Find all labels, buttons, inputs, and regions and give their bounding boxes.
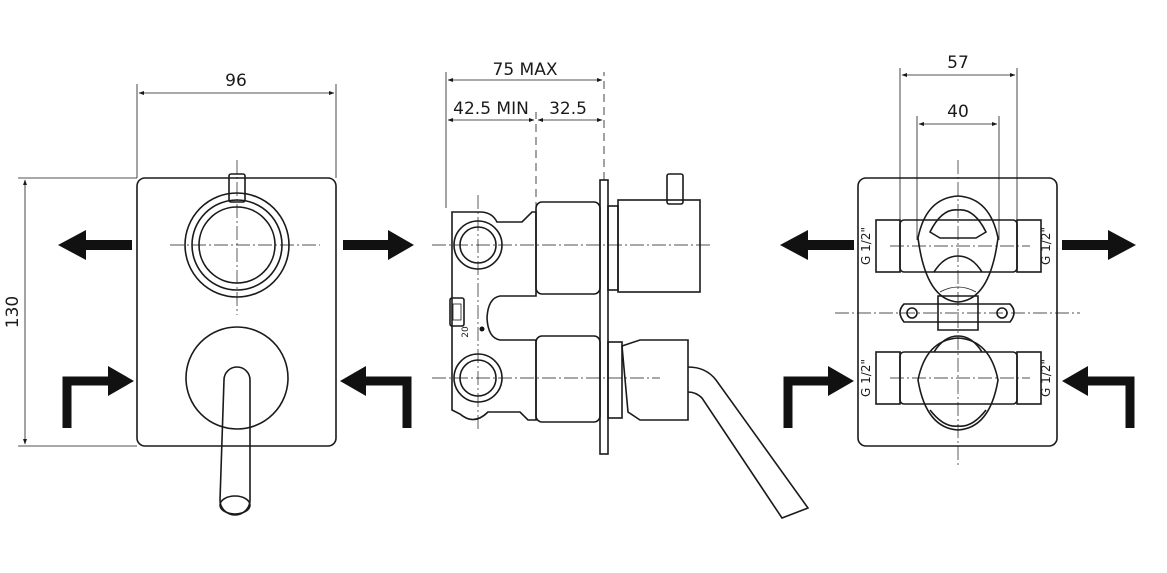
- rear-upper-body: [899, 195, 1018, 303]
- rear-flow-arrow-outlet-left: [780, 230, 854, 260]
- thermostat-cartridge: [535, 173, 701, 455]
- rear-inner-label: 40: [947, 102, 969, 122]
- rear-flow-arrow-outlet-right: [1062, 230, 1136, 260]
- side-part-label: 32.5: [549, 99, 587, 119]
- rear-lower-body: [899, 335, 1018, 431]
- rear-plate: [857, 177, 1058, 447]
- front-height-label: 130: [3, 296, 23, 328]
- temperature-knob: [170, 160, 320, 315]
- rear-flow-arrow-inlet-right: [1062, 366, 1135, 428]
- flow-arrow-outlet-left: [58, 230, 132, 260]
- flow-arrow-outlet-right: [343, 230, 414, 260]
- thread-label-bottom-left: G 1/2": [859, 359, 873, 397]
- front-width-label: 96: [225, 71, 247, 91]
- flow-arrow-inlet-right: [340, 366, 412, 428]
- thread-label-bottom-right: G 1/2": [1039, 359, 1053, 397]
- rear-mounting-bracket: [899, 295, 1015, 331]
- diverter-lever: [185, 326, 289, 516]
- rear-view: 57 40 G 1/: [780, 53, 1136, 465]
- front-view: 96 130: [3, 71, 414, 516]
- side-total-label: 75 MAX: [493, 60, 558, 80]
- rear-flow-arrow-inlet-left: [783, 366, 854, 428]
- diverter-cartridge: [535, 335, 810, 519]
- side-view: 75 MAX 42.5 MIN 32.5 20: [432, 60, 810, 519]
- flow-arrow-inlet-left: [62, 366, 134, 428]
- fitting-label: 20: [461, 326, 471, 338]
- thread-label-top-left: G 1/2": [859, 227, 873, 265]
- front-plate: [136, 177, 337, 447]
- rear-outer-label: 57: [947, 53, 969, 73]
- thread-label-top-right: G 1/2": [1039, 227, 1053, 265]
- side-min-label: 42.5 MIN: [453, 99, 529, 119]
- valve-body: 20: [449, 211, 537, 421]
